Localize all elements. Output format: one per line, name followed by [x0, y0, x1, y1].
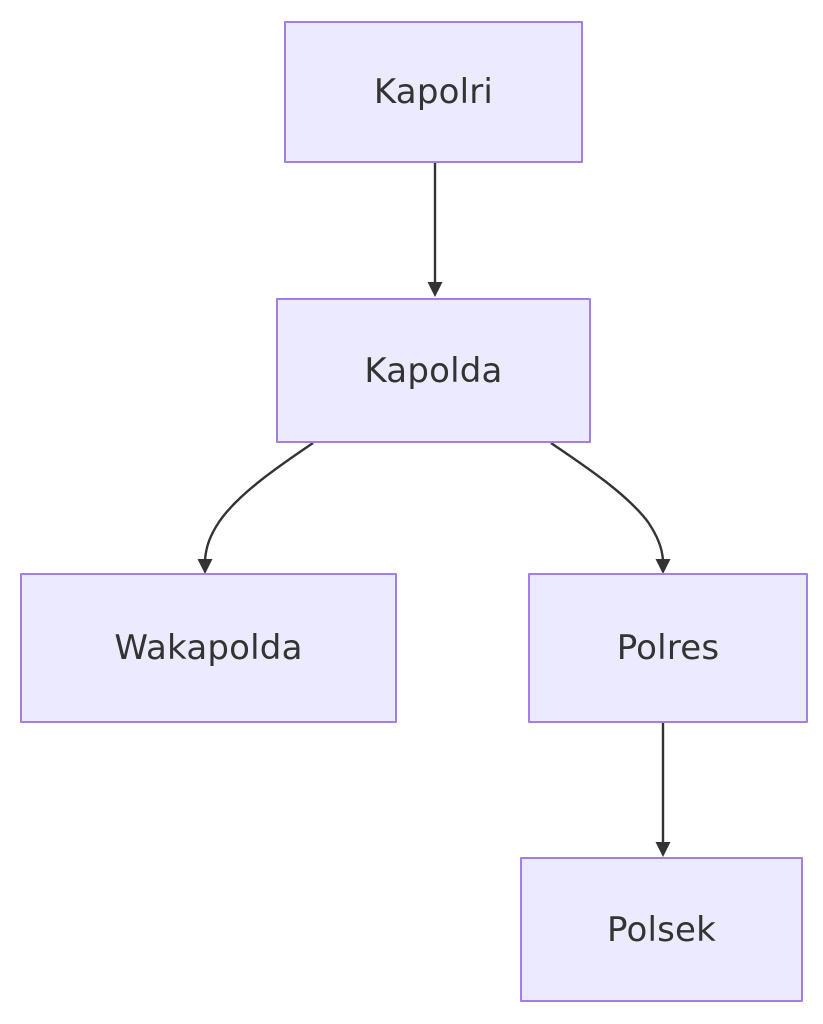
arrowhead-icon — [427, 282, 443, 297]
node-kapolri[interactable]: Kapolri — [284, 21, 583, 163]
edge-kapolri-to-kapolda — [427, 163, 443, 297]
node-label: Kapolda — [364, 350, 503, 391]
node-wakapolda[interactable]: Wakapolda — [20, 573, 397, 723]
node-polsek[interactable]: Polsek — [520, 857, 803, 1002]
node-label: Polres — [616, 628, 720, 668]
edge-kapolda-to-polres — [550, 442, 671, 574]
arrowhead-icon — [655, 842, 671, 857]
node-label: Kapolri — [373, 72, 494, 112]
node-polres[interactable]: Polres — [528, 573, 808, 723]
node-kapolda[interactable]: Kapolda — [276, 298, 591, 443]
arrowhead-icon — [197, 559, 213, 574]
node-label: Wakapolda — [114, 628, 303, 668]
edge-kapolda-to-wakapolda — [197, 442, 314, 574]
node-label: Polsek — [606, 909, 717, 950]
edge-polres-to-polsek — [655, 723, 671, 857]
arrowhead-icon — [655, 559, 671, 574]
